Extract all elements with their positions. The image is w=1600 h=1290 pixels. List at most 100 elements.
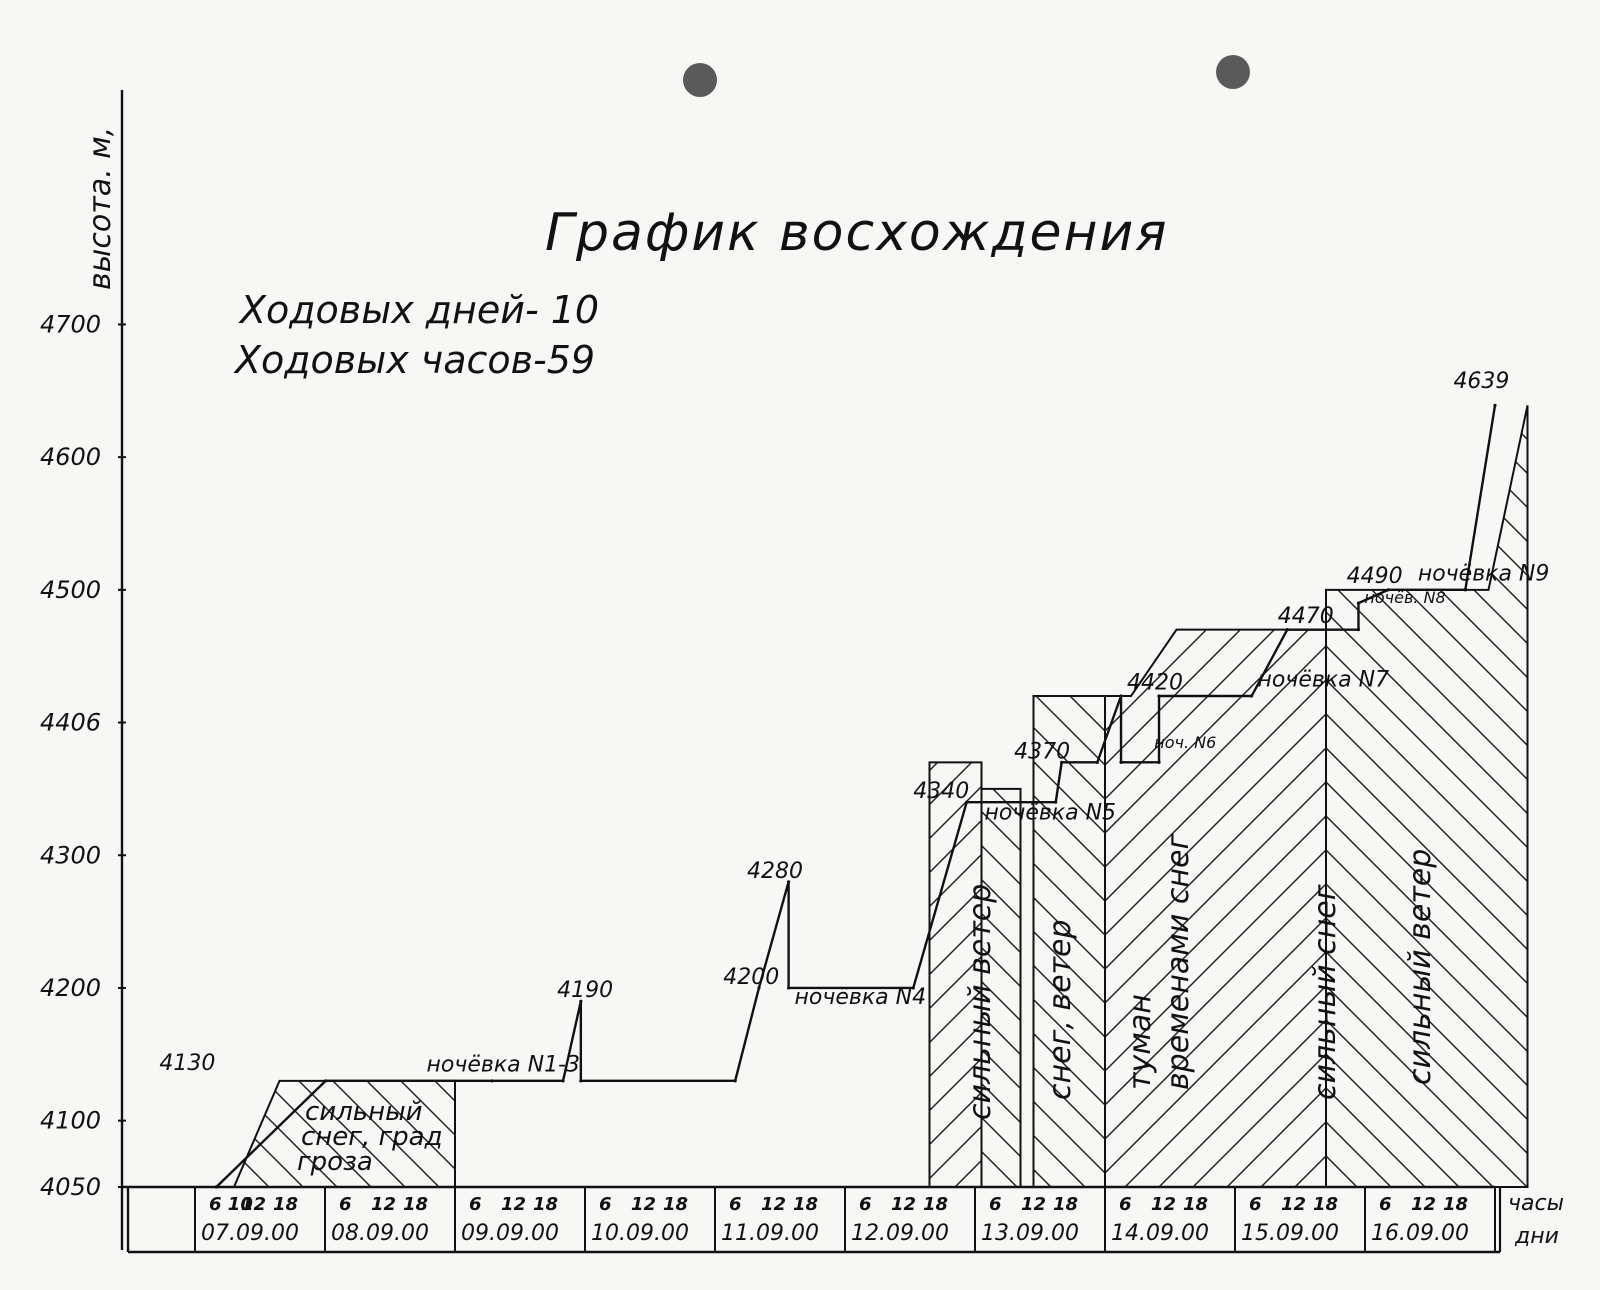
- camp-label-7: ночёвка N9: [1418, 562, 1550, 587]
- altitude-label-9: 4639: [1453, 369, 1509, 394]
- y-tick-label-1: 4100: [40, 1107, 101, 1135]
- hour-label-4-0: 6: [729, 1194, 742, 1215]
- y-tick-label-6: 4600: [40, 443, 101, 471]
- day-label-6: 13.09.00: [981, 1221, 1079, 1246]
- y-tick-label-0: 4050: [40, 1173, 101, 1201]
- hour-label-8-0: 6: [1249, 1194, 1262, 1215]
- day-label-4: 11.09.00: [721, 1221, 819, 1246]
- y-tick-label-5: 4500: [40, 576, 101, 604]
- hour-label-1-0: 6: [339, 1194, 352, 1215]
- day-label-3: 10.09.00: [591, 1221, 689, 1246]
- hour-label-9-1: 12: [1411, 1194, 1436, 1215]
- hour-label-5-2: 18: [923, 1194, 948, 1215]
- hour-label-2-0: 6: [469, 1194, 482, 1215]
- y-tick-label-4: 4406: [40, 709, 101, 737]
- profile-point-10: [911, 986, 915, 990]
- altitude-label-1: 4190: [557, 978, 613, 1003]
- altitude-label-0: 4130: [159, 1051, 215, 1076]
- hour-label-3-1: 12: [631, 1194, 656, 1215]
- day-label-7: 14.09.00: [1111, 1221, 1209, 1246]
- hole-punch-right: [1216, 55, 1250, 89]
- y-tick-label-2: 4200: [40, 974, 101, 1002]
- camp-label-1: ночёвка N1-3: [427, 1053, 581, 1078]
- profile-point-20: [1285, 628, 1289, 632]
- profile-point-19: [1250, 694, 1254, 698]
- stat-hours: Ходовых часов-59: [233, 338, 595, 382]
- camp-label-4: ноч. N6: [1154, 733, 1216, 752]
- altitude-label-6: 4420: [1127, 670, 1183, 695]
- profile-point-25: [1493, 403, 1497, 407]
- ascent-profile-line: [215, 405, 1497, 1188]
- profile-point-2: [490, 1079, 494, 1083]
- day-label-9: 16.09.00: [1371, 1221, 1469, 1246]
- profile-point-18: [1157, 694, 1161, 698]
- altitude-label-8: 4490: [1347, 564, 1403, 589]
- weather-note-1-line-3: гроза: [297, 1147, 373, 1177]
- altitude-label-3: 4280: [747, 859, 803, 884]
- weather-note-6-line-1: сильный ветер: [1403, 849, 1438, 1085]
- day-label-8: 15.09.00: [1241, 1221, 1339, 1246]
- hour-label-2-2: 18: [533, 1194, 558, 1215]
- hour-label-8-1: 12: [1281, 1194, 1306, 1215]
- day-label-5: 12.09.00: [851, 1221, 949, 1246]
- profile-point-6: [733, 1079, 737, 1083]
- weather-note-2-line-1: сильный ветер: [963, 884, 998, 1120]
- stat-days: Ходовых дней- 10: [238, 288, 599, 332]
- altitude-label-5: 4370: [1014, 739, 1070, 764]
- profile-point-17: [1157, 760, 1161, 764]
- profile-point-11: [965, 800, 969, 804]
- profile-point-24: [1463, 588, 1467, 592]
- profile-point-22: [1356, 601, 1361, 605]
- hour-label-6-2: 18: [1053, 1194, 1078, 1215]
- hour-label-9-0: 6: [1379, 1194, 1392, 1215]
- profile-point-1: [323, 1079, 328, 1083]
- hour-label-6-1: 12: [1021, 1194, 1046, 1215]
- hole-punch-left: [683, 63, 717, 97]
- hour-label-0-2: 18: [273, 1194, 298, 1215]
- hour-label-4-2: 18: [793, 1194, 818, 1215]
- weather-note-1-line-1: сильный: [305, 1097, 423, 1127]
- altitude-label-7: 4470: [1278, 604, 1334, 629]
- day-label-2: 09.09.00: [461, 1221, 559, 1246]
- weather-note-4-line-2: временами снег: [1161, 834, 1196, 1090]
- profile-point-15: [1119, 694, 1123, 698]
- profile-point-8: [787, 880, 791, 884]
- weather-note-4-line-1: туман: [1123, 994, 1158, 1090]
- profile-point-0: [214, 1185, 218, 1189]
- profile-point-23: [1386, 588, 1390, 592]
- hour-label-2-1: 12: [501, 1194, 526, 1215]
- hour-label-5-1: 12: [891, 1194, 916, 1215]
- hour-label-0-0: 6 10: [209, 1194, 253, 1215]
- hour-label-7-2: 18: [1183, 1194, 1208, 1215]
- weather-note-3-line-1: снег, ветер: [1043, 919, 1078, 1100]
- profile-point-12: [1054, 800, 1058, 804]
- profile-point-5: [579, 1079, 583, 1083]
- altitude-label-4: 4340: [913, 779, 969, 804]
- profile-point-3: [561, 1079, 565, 1083]
- profile-point-13: [1060, 760, 1064, 764]
- hours-axis-label: часы: [1508, 1191, 1564, 1216]
- hour-label-3-2: 18: [663, 1194, 688, 1215]
- profile-point-16: [1119, 760, 1123, 764]
- hour-label-5-0: 6: [859, 1194, 872, 1215]
- weather-note-1-line-2: снег, град: [301, 1122, 443, 1152]
- profile-point-14: [1095, 760, 1099, 764]
- y-tick-label-7: 4700: [40, 310, 101, 338]
- camp-label-6: ночёв. N8: [1364, 588, 1445, 607]
- hour-label-9-2: 18: [1443, 1194, 1468, 1215]
- camp-label-3: ночёвка N5: [984, 800, 1116, 825]
- days-axis-label: дни: [1514, 1224, 1559, 1249]
- hour-label-7-0: 6: [1119, 1194, 1132, 1215]
- hour-label-8-2: 18: [1313, 1194, 1338, 1215]
- hour-label-6-0: 6: [989, 1194, 1002, 1215]
- y-tick-label-3: 4300: [40, 841, 101, 869]
- chart-title: График восхождения: [545, 203, 1169, 263]
- hour-label-1-2: 18: [403, 1194, 428, 1215]
- profile-point-21: [1356, 628, 1361, 632]
- day-label-0: 07.09.00: [201, 1221, 299, 1246]
- hour-label-1-1: 12: [371, 1194, 396, 1215]
- weather-note-5-line-1: сильный снег: [1308, 884, 1343, 1100]
- hour-label-3-0: 6: [599, 1194, 612, 1215]
- camp-label-5: ночёвка N7: [1258, 668, 1390, 693]
